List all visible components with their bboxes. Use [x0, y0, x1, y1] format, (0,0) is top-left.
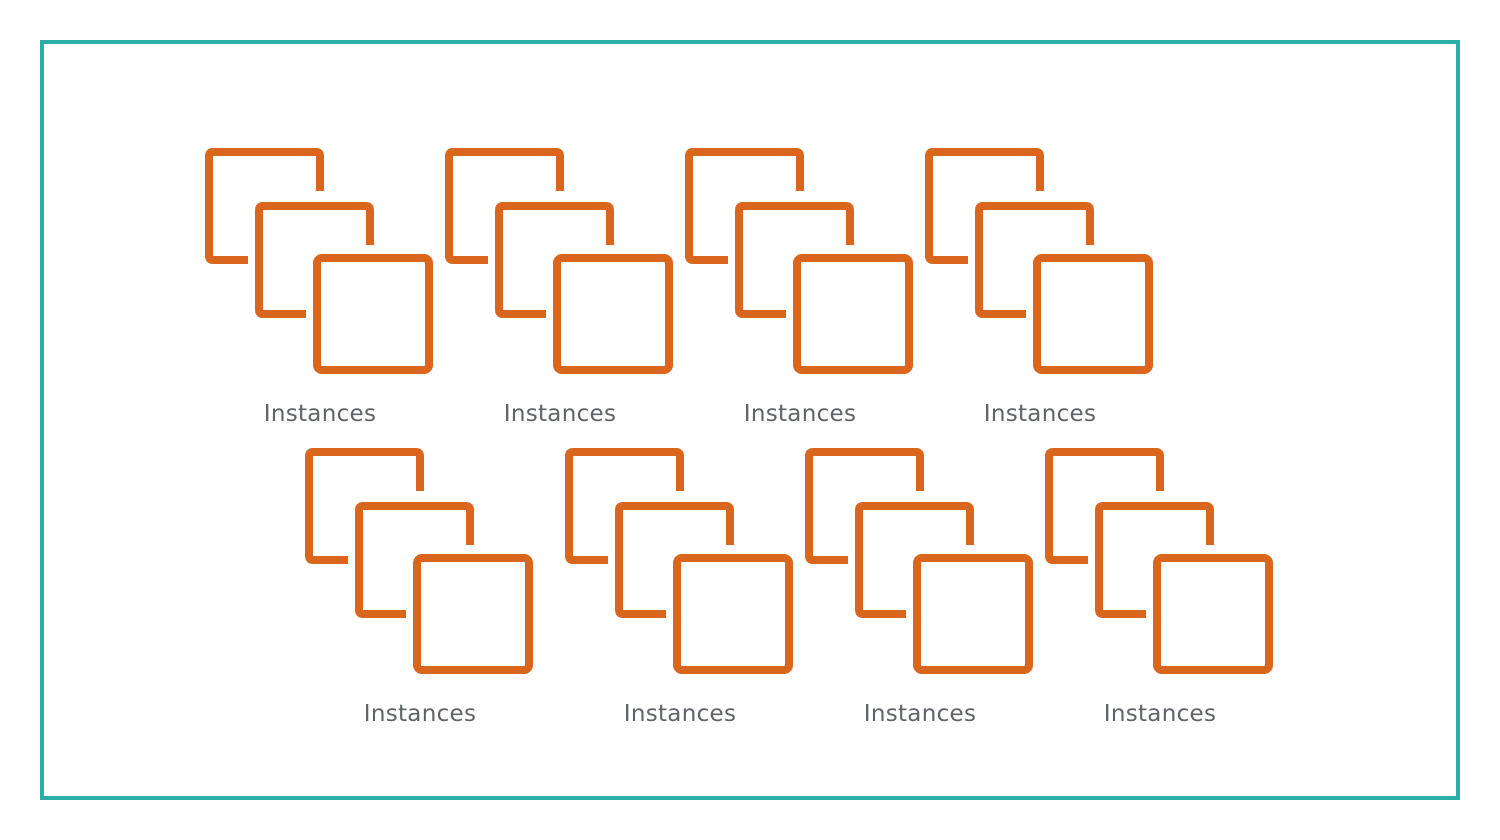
instance-label: Instances — [263, 401, 377, 427]
instance-label: Instances — [1103, 701, 1217, 727]
instances-icon — [205, 148, 433, 374]
instances-icon — [565, 448, 793, 674]
instance-node[interactable]: Instances — [920, 145, 1160, 445]
instances-icon — [685, 148, 913, 374]
instance-label: Instances — [743, 401, 857, 427]
instance-node[interactable]: Instances — [440, 145, 680, 445]
instance-node[interactable]: Instances — [1040, 445, 1280, 745]
instance-node[interactable]: Instances — [300, 445, 540, 745]
instance-node[interactable]: Instances — [200, 145, 440, 445]
instance-label: Instances — [503, 401, 617, 427]
instances-icon — [925, 148, 1153, 374]
instances-icon — [805, 448, 1033, 674]
instance-label: Instances — [363, 701, 477, 727]
instance-label: Instances — [983, 401, 1097, 427]
instance-node[interactable]: Instances — [560, 445, 800, 745]
instances-icon — [305, 448, 533, 674]
instance-label: Instances — [863, 701, 977, 727]
instance-node[interactable]: Instances — [800, 445, 1040, 745]
instance-label: Instances — [623, 701, 737, 727]
instance-node[interactable]: Instances — [680, 145, 920, 445]
instances-icon — [1045, 448, 1273, 674]
instances-icon — [445, 148, 673, 374]
